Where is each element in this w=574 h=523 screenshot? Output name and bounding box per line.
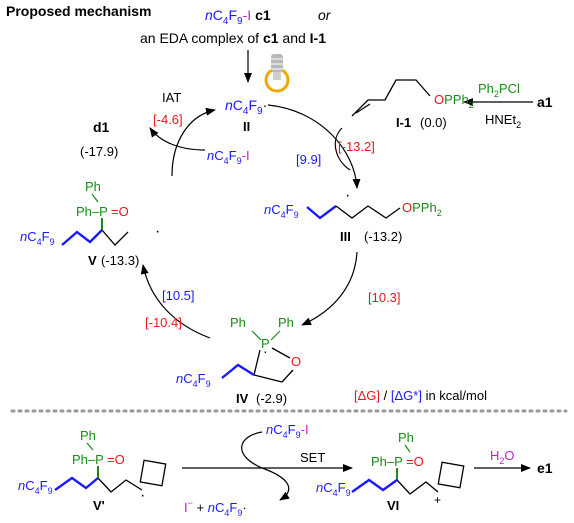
svg-text:·: · xyxy=(140,487,145,504)
iv-ph-left: Ph xyxy=(230,315,246,330)
iii-label: III xyxy=(340,229,351,244)
radical-ii-label: II xyxy=(243,119,250,134)
v-double-o: =O xyxy=(111,204,129,219)
svg-text:·: · xyxy=(155,223,160,240)
i1-energy: (0.0) xyxy=(420,115,447,130)
iat-curve-arrow xyxy=(149,127,206,151)
iv-structure: Ph Ph P · O nC4F9 xyxy=(176,315,301,389)
iat-c4f9i: nC4F9-I xyxy=(207,148,250,166)
v-structure: Ph Ph–P =O · nC4F9 xyxy=(20,179,160,247)
addition-dg: [-13.2] xyxy=(338,139,375,154)
energy-legend: [ΔG] / [ΔG*] in kcal/mol xyxy=(354,388,487,403)
iv-c4f9: nC4F9 xyxy=(176,371,211,389)
i1-addition-curve xyxy=(334,127,351,171)
iii-c4f9: nC4F9 xyxy=(264,202,299,220)
iat-label: IAT xyxy=(162,90,181,105)
vi-structure: Ph Ph–P =O + nC4F9 xyxy=(316,430,465,507)
iii-to-iv-arrow xyxy=(301,251,358,326)
e1-label: e1 xyxy=(537,460,553,476)
vprime-structure: Ph Ph–P =O · nC4F9 xyxy=(18,428,167,504)
svg-text:Ph: Ph xyxy=(80,428,96,443)
hnet2-reagent: HNEt2 xyxy=(485,112,521,130)
v-to-ii-arrow xyxy=(171,107,216,177)
v-ph-top: Ph xyxy=(85,179,101,194)
d1-energy: (-17.9) xyxy=(80,144,118,159)
iii-energy: (-13.2) xyxy=(364,229,402,244)
ii-to-iii-arrow xyxy=(267,104,361,189)
ph2pcl-reagent: Ph2PCl xyxy=(478,81,520,99)
c1-reagent: nC4F9-I c1 xyxy=(205,7,271,27)
svg-text:Ph: Ph xyxy=(398,430,414,445)
iv-ph-right: Ph xyxy=(278,315,294,330)
set-c4f9i: nC4F9-I xyxy=(266,422,309,440)
water-reagent: H2O xyxy=(490,448,515,466)
fragmentation-dgs: [10.5] xyxy=(162,288,195,303)
svg-text:=O: =O xyxy=(406,454,424,469)
light-bulb-icon xyxy=(264,54,290,93)
i1-structure: OPPh2 xyxy=(351,79,474,117)
cyclization-dgs: [10.3] xyxy=(368,290,401,305)
iat-dg: [-4.6] xyxy=(153,112,183,127)
iv-to-v-arrow xyxy=(140,264,211,339)
i1-label: I-1 xyxy=(396,115,411,130)
set-label: SET xyxy=(300,450,325,465)
v-label: V xyxy=(88,253,97,268)
diagram-title: Proposed mechanism xyxy=(6,3,152,19)
or-text: or xyxy=(318,7,332,23)
svg-text:Ph–P: Ph–P xyxy=(72,452,104,467)
svg-text:·: · xyxy=(263,343,268,359)
svg-text:+: + xyxy=(434,493,441,507)
v-ph-p: Ph–P xyxy=(76,204,108,219)
iv-o: O xyxy=(291,354,301,369)
i1-substituent: OPPh2 xyxy=(434,92,474,110)
vprime-label: V' xyxy=(93,498,105,513)
set-reagent-curve xyxy=(241,431,263,469)
vi-label: VI xyxy=(387,498,399,513)
iv-label: IV xyxy=(236,391,249,406)
addition-dgs: [9.9] xyxy=(296,152,321,167)
svg-text:·: · xyxy=(345,187,350,204)
eda-complex-text: an EDA complex of c1 and I-1 xyxy=(140,30,326,46)
svg-text:nC4F9: nC4F9 xyxy=(18,478,53,496)
svg-text:nC4F9: nC4F9 xyxy=(316,480,351,498)
set-products: I− + nC4F9· xyxy=(184,498,247,518)
iv-p: P xyxy=(261,336,270,351)
set-product-curve xyxy=(261,467,290,501)
fragmentation-dg: [-10.4] xyxy=(145,315,182,330)
iii-structure: nC4F9 · OPPh2 xyxy=(264,187,442,220)
a1-label: a1 xyxy=(537,94,553,110)
radical-ii-formula: nC4F9· xyxy=(225,97,267,117)
svg-text:Ph–P: Ph–P xyxy=(371,454,403,469)
v-energy: (-13.3) xyxy=(101,253,139,268)
iii-substituent: OPPh2 xyxy=(402,200,442,218)
d1-label: d1 xyxy=(93,119,110,135)
svg-text:=O: =O xyxy=(107,452,125,467)
iv-energy: (-2.9) xyxy=(256,391,287,406)
v-c4f9: nC4F9 xyxy=(20,229,55,247)
